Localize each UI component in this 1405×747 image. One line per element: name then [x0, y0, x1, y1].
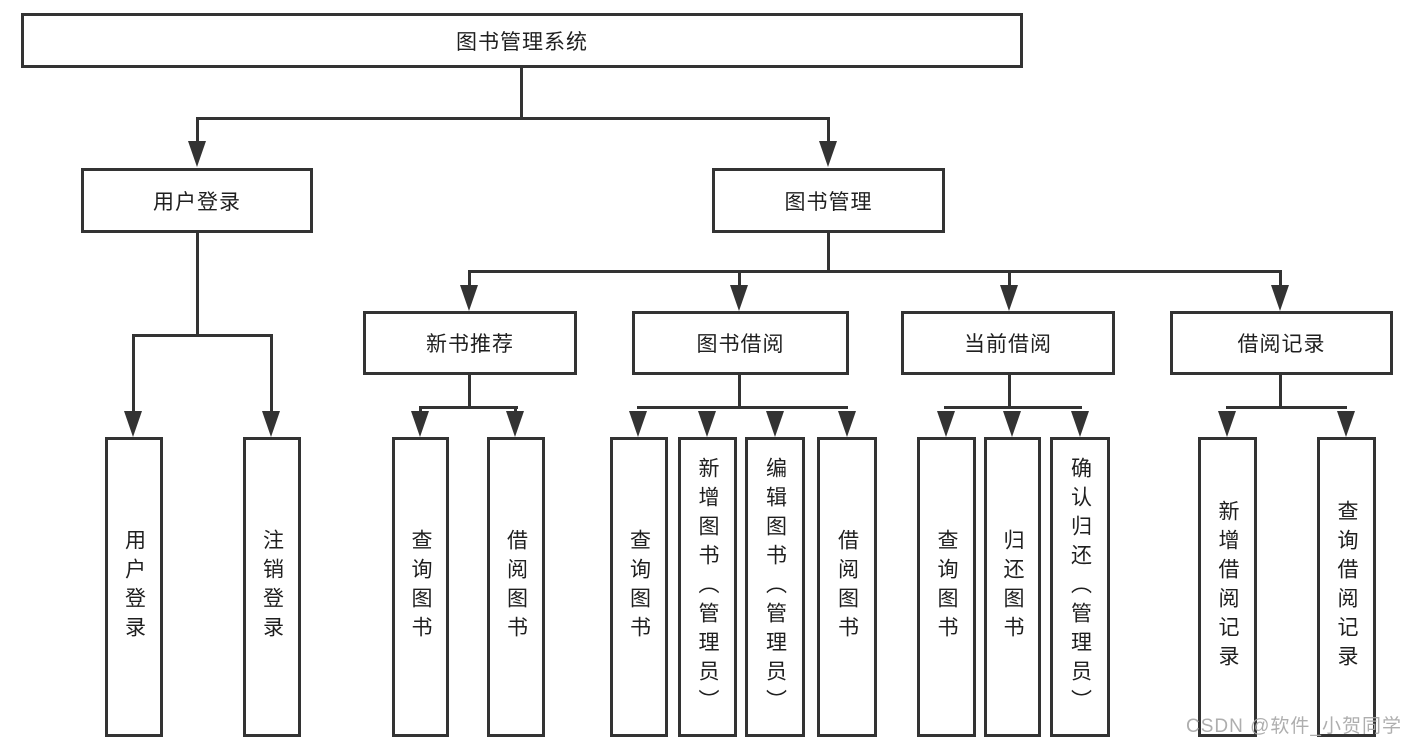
arrowhead-down-icon	[766, 411, 784, 437]
arrowhead-down-icon	[698, 411, 716, 437]
node-label: 图书借阅	[696, 333, 785, 356]
connector-line	[419, 406, 518, 409]
arrowhead-down-icon	[262, 411, 280, 437]
leaf-add-borrow-record: 新增借阅记录	[1198, 437, 1257, 737]
leaf-query-books-borrowing: 查询图书	[610, 437, 668, 737]
arrowhead-down-icon	[460, 285, 478, 311]
arrowhead-down-icon	[1071, 411, 1089, 437]
node-library-management-system: 图书管理系统	[21, 13, 1023, 68]
connector-line	[1279, 270, 1282, 292]
leaf-edit-books-admin: 编辑图书（管理员）	[745, 437, 805, 737]
node-current-borrowing: 当前借阅	[901, 311, 1115, 375]
node-label: 新书推荐	[426, 333, 514, 356]
connector-line	[637, 406, 848, 409]
connector-line	[1008, 375, 1011, 409]
connector-line	[270, 334, 273, 418]
leaf-logout: 注销登录	[243, 437, 301, 737]
node-label: 借阅记录	[1237, 333, 1326, 356]
leaf-label: 新增借阅记录	[1216, 500, 1239, 674]
arrowhead-down-icon	[629, 411, 647, 437]
arrowhead-down-icon	[937, 411, 955, 437]
leaf-add-books-admin: 新增图书（管理员）	[678, 437, 737, 737]
node-user-login: 用户登录	[81, 168, 313, 233]
arrowhead-down-icon	[506, 411, 524, 437]
leaf-return-books: 归还图书	[984, 437, 1041, 737]
connector-line	[196, 233, 199, 336]
node-label: 当前借阅	[964, 333, 1052, 356]
leaf-user-login: 用户登录	[105, 437, 163, 737]
connector-line	[738, 375, 741, 409]
leaf-label: 借阅图书	[504, 529, 528, 645]
leaf-label: 借阅图书	[835, 529, 859, 645]
leaf-label: 编辑图书（管理员）	[763, 456, 787, 718]
arrowhead-down-icon	[1000, 285, 1018, 311]
arrowhead-down-icon	[1218, 411, 1236, 437]
leaf-label: 确认归还（管理员）	[1068, 456, 1092, 718]
connector-line	[738, 270, 741, 292]
node-label: 图书管理	[784, 190, 873, 214]
arrowhead-down-icon	[1003, 411, 1021, 437]
arrowhead-down-icon	[188, 141, 206, 167]
connector-line	[827, 117, 830, 149]
csdn-watermark: CSDN @软件_小贺同学	[1186, 716, 1402, 737]
leaf-query-borrow-record: 查询借阅记录	[1317, 437, 1376, 737]
leaf-label: 用户登录	[122, 529, 146, 645]
leaf-borrow-books-recommend: 借阅图书	[487, 437, 545, 737]
leaf-borrow-books: 借阅图书	[817, 437, 877, 737]
leaf-label: 查询图书	[935, 529, 958, 645]
arrowhead-down-icon	[1337, 411, 1355, 437]
leaf-label: 查询图书	[409, 529, 432, 645]
leaf-label: 查询图书	[627, 529, 651, 645]
connector-line	[1226, 406, 1347, 409]
leaf-label: 归还图书	[1001, 529, 1024, 645]
connector-line	[132, 334, 135, 418]
leaf-query-books-recommend: 查询图书	[392, 437, 449, 737]
connector-line	[132, 334, 273, 337]
node-book-management: 图书管理	[712, 168, 945, 233]
connector-line	[1279, 375, 1282, 409]
connector-line	[944, 406, 1082, 409]
connector-line	[468, 270, 471, 292]
leaf-label: 注销登录	[260, 529, 284, 645]
node-new-book-recommend: 新书推荐	[363, 311, 577, 375]
connector-line	[1008, 270, 1011, 292]
arrowhead-down-icon	[411, 411, 429, 437]
connector-line	[196, 117, 199, 149]
connector-line	[196, 117, 830, 120]
arrowhead-down-icon	[124, 411, 142, 437]
connector-line	[468, 375, 471, 409]
arrowhead-down-icon	[1271, 285, 1289, 311]
arrowhead-down-icon	[730, 285, 748, 311]
arrowhead-down-icon	[819, 141, 837, 167]
leaf-query-books-current: 查询图书	[917, 437, 976, 737]
leaf-label: 查询借阅记录	[1335, 500, 1358, 674]
node-label: 用户登录	[153, 190, 241, 214]
leaf-label: 新增图书（管理员）	[696, 456, 719, 718]
connector-line	[520, 68, 523, 119]
node-label: 图书管理系统	[456, 30, 588, 54]
connector-line	[827, 233, 830, 273]
arrowhead-down-icon	[838, 411, 856, 437]
leaf-confirm-return-admin: 确认归还（管理员）	[1050, 437, 1110, 737]
node-borrowing-records: 借阅记录	[1170, 311, 1393, 375]
node-book-borrowing: 图书借阅	[632, 311, 849, 375]
connector-line	[468, 270, 1282, 273]
